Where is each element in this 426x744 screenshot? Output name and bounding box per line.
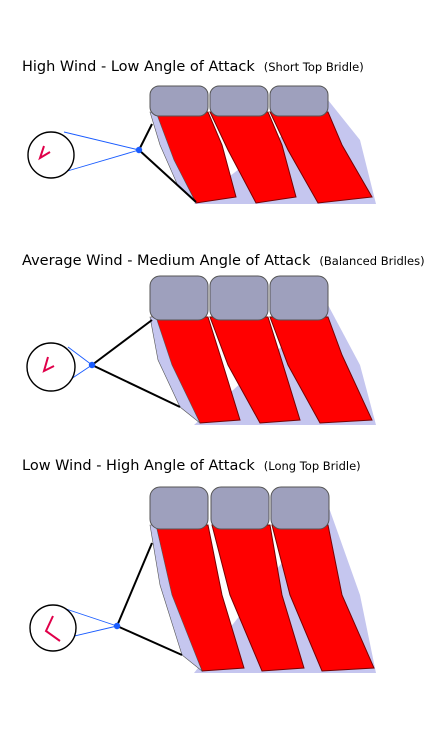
kite-cell-caps <box>149 486 330 530</box>
kite-cell-cap <box>149 275 209 321</box>
panel-title: Low Wind - High Angle of Attack <box>22 458 255 474</box>
kite-cells <box>151 111 373 204</box>
bridle-lines <box>65 542 183 656</box>
bridle-lines <box>67 319 181 408</box>
kite-diagram <box>26 275 376 425</box>
kite-diagram <box>29 486 376 673</box>
diagram-panel-high-wind: High Wind - Low Angle of Attack (Short To… <box>0 0 426 215</box>
panel-heading: Low Wind - High Angle of Attack (Long Top… <box>22 455 361 474</box>
panel-bridle-note: (Balanced Bridles) <box>319 254 425 268</box>
kite-cell-cap <box>269 85 329 117</box>
bridle-lines <box>63 123 197 203</box>
kite-cell-cap <box>210 486 270 530</box>
panel-bridle-note: (Short Top Bridle) <box>263 60 364 74</box>
panel-title: Average Wind - Medium Angle of Attack <box>22 253 311 269</box>
kite-cell-caps <box>149 275 329 321</box>
kite-cell-caps <box>149 85 329 117</box>
kite-cell <box>209 316 301 424</box>
angle-of-attack-indicator <box>26 342 76 392</box>
diagram-panel-low-wind: Low Wind - High Angle of Attack (Long Top… <box>0 435 426 680</box>
bridle-towing-point <box>135 146 143 154</box>
kite-profile <box>149 486 376 673</box>
panel-heading: Average Wind - Medium Angle of Attack (Ba… <box>22 250 425 269</box>
kite-diagram <box>27 85 376 204</box>
panel-bridle-note: (Long Top Bridle) <box>263 459 361 473</box>
bridle-towing-point <box>113 622 121 630</box>
kite-cell-cap <box>269 275 329 321</box>
kite-cell <box>269 111 373 204</box>
angle-of-attack-indicator <box>29 604 77 652</box>
kite-cell <box>271 524 375 672</box>
bridle-towing-point <box>88 361 96 369</box>
panel-title: High Wind - Low Angle of Attack <box>22 59 255 75</box>
kite-cell-cap <box>209 85 269 117</box>
diagram-panel-average-wind: Average Wind - Medium Angle of Attack (Ba… <box>0 215 426 435</box>
kite-profile <box>149 85 376 204</box>
kite-profile <box>149 275 376 425</box>
kite-cells <box>151 524 375 672</box>
kite-cell-cap <box>149 85 209 117</box>
kite-cell-cap <box>209 275 269 321</box>
kite-cell <box>269 316 373 424</box>
kite-cell <box>209 111 297 204</box>
kite-cell-cap <box>149 486 209 530</box>
panel-heading: High Wind - Low Angle of Attack (Short To… <box>22 56 364 75</box>
kite-cell-cap <box>270 486 330 530</box>
kite-cell <box>211 524 305 672</box>
kite-cells <box>151 316 373 424</box>
angle-of-attack-indicator <box>27 131 75 179</box>
